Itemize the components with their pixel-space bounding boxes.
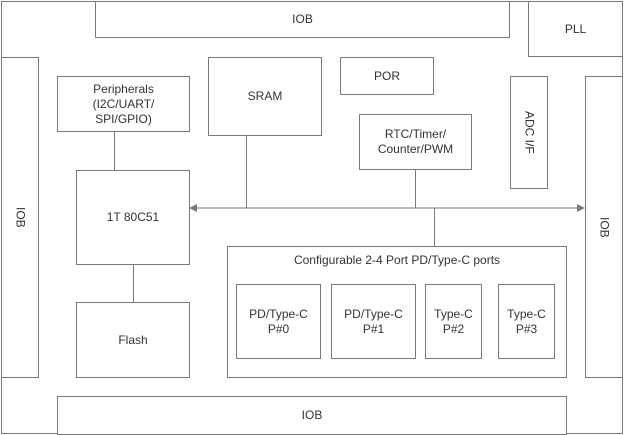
pll-block: PLL bbox=[528, 1, 623, 57]
connector-sram-bus bbox=[246, 136, 247, 208]
port-2-type: Type-C bbox=[434, 306, 473, 321]
port-3-type: Type-C bbox=[507, 306, 546, 321]
pll-label: PLL bbox=[564, 21, 587, 36]
port-0-id: P#0 bbox=[267, 321, 290, 336]
port-1-id: P#1 bbox=[362, 321, 385, 336]
peripherals-block: Peripherals (I2C/UART/ SPI/GPIO) bbox=[57, 76, 190, 132]
rtc-label-line-1: RTC/Timer/ bbox=[384, 127, 447, 141]
peripherals-label-line-1: Peripherals bbox=[93, 81, 154, 96]
iob-left-label: IOB bbox=[13, 207, 28, 228]
port-0-type: PD/Type-C bbox=[249, 306, 308, 321]
cpu-label: 1T 80C51 bbox=[106, 210, 160, 224]
adc-if-block: ADC I/F bbox=[510, 76, 548, 189]
configurable-ports-title: Configurable 2-4 Port PD/Type-C ports bbox=[293, 253, 501, 267]
rtc-label-line-2: Counter/PWM bbox=[377, 142, 454, 156]
iob-bottom-label: IOB bbox=[301, 408, 323, 422]
flash-block: Flash bbox=[76, 302, 190, 378]
port-0-block: PD/Type-C P#0 bbox=[236, 284, 321, 359]
connector-peripherals-cpu bbox=[114, 132, 115, 170]
port-2-block: Type-C P#2 bbox=[425, 284, 482, 359]
peripherals-label-line-2: (I2C/UART/ bbox=[92, 96, 155, 111]
iob-right-block: IOB bbox=[585, 76, 623, 378]
sram-label: SRAM bbox=[247, 89, 283, 103]
adc-if-label: ADC I/F bbox=[522, 111, 537, 154]
connector-cpu-flash bbox=[133, 265, 134, 302]
cpu-8051-block: 1T 80C51 bbox=[76, 170, 190, 265]
port-2-id: P#2 bbox=[442, 321, 465, 336]
iob-bottom-block: IOB bbox=[57, 396, 567, 435]
iob-left-block: IOB bbox=[1, 57, 39, 378]
port-1-type: PD/Type-C bbox=[344, 306, 403, 321]
flash-label: Flash bbox=[118, 332, 148, 347]
rtc-timer-block: RTC/Timer/ Counter/PWM bbox=[359, 114, 472, 170]
iob-top-label: IOB bbox=[292, 12, 313, 26]
port-1-block: PD/Type-C P#1 bbox=[331, 284, 416, 359]
iob-top-block: IOB bbox=[95, 1, 510, 38]
por-block: POR bbox=[340, 57, 434, 95]
port-3-block: Type-C P#3 bbox=[498, 284, 555, 359]
sram-block: SRAM bbox=[208, 57, 322, 136]
peripherals-label-line-3: SPI/GPIO) bbox=[95, 111, 152, 126]
port-3-id: P#3 bbox=[515, 321, 538, 336]
system-bus-arrow bbox=[189, 204, 585, 212]
connector-rtc-bus bbox=[415, 170, 416, 208]
iob-right-label: IOB bbox=[597, 216, 612, 238]
por-label: POR bbox=[373, 68, 400, 83]
connector-bus-ports bbox=[434, 208, 435, 246]
